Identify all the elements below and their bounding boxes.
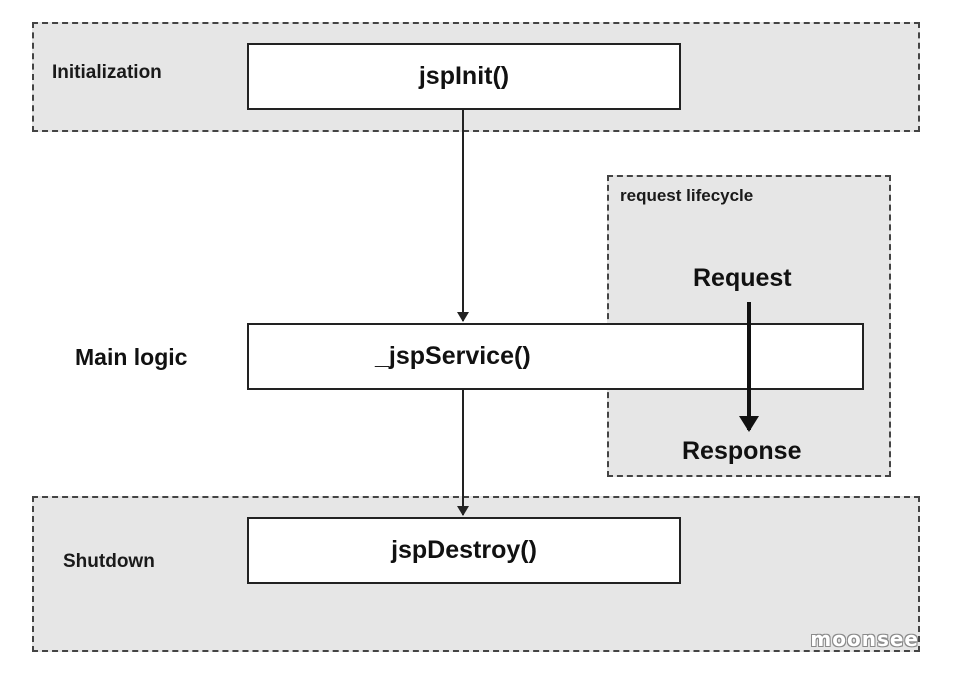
response-label: Response [682, 437, 802, 465]
request-lifecycle-label: request lifecycle [620, 186, 754, 205]
jsp-service-box: _jspService() [247, 323, 864, 390]
jsp-init-box: jspInit() [247, 43, 681, 110]
shutdown-label: Shutdown [63, 551, 155, 572]
watermark: moonsee [810, 627, 919, 651]
main-logic-label: Main logic [75, 344, 188, 370]
initialization-label: Initialization [52, 62, 162, 83]
jsp-destroy-box: jspDestroy() [247, 517, 681, 584]
request-label: Request [693, 264, 792, 292]
